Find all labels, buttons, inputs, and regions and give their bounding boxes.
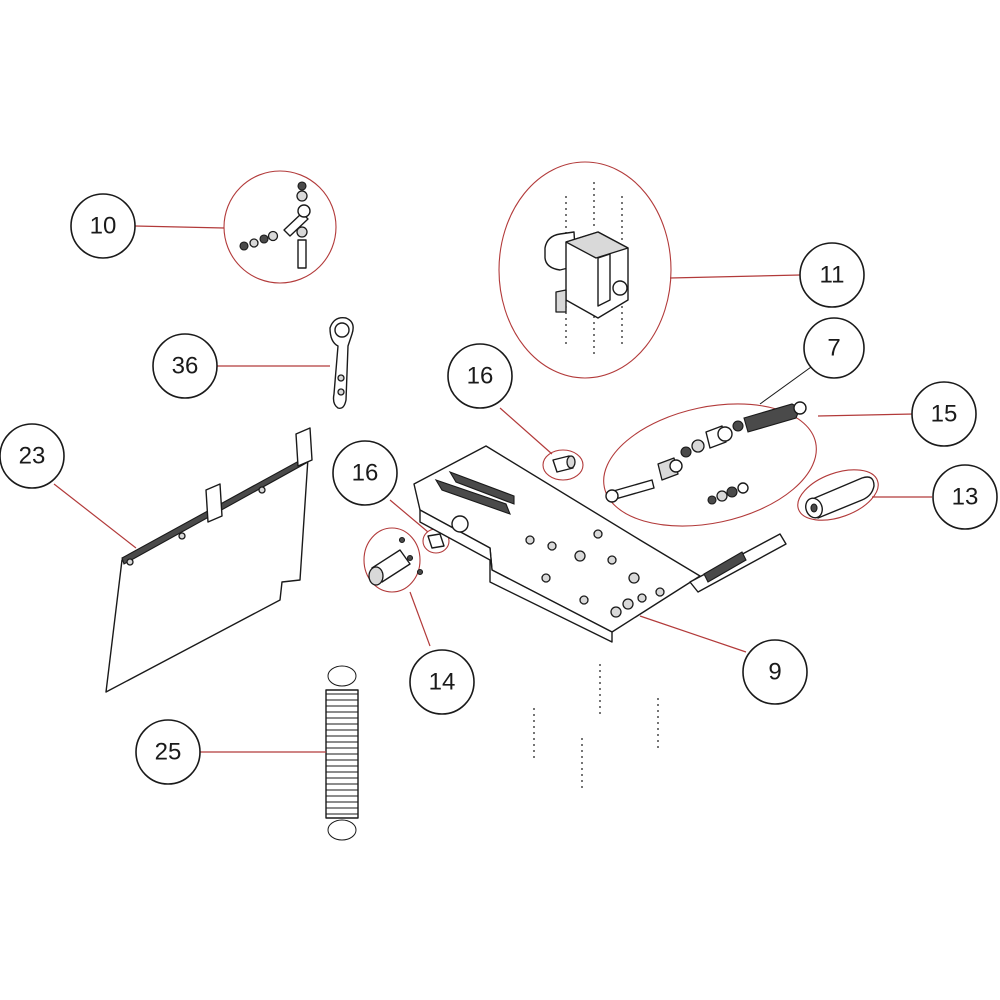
svg-text:16: 16 — [352, 460, 379, 487]
svg-text:9: 9 — [768, 659, 781, 686]
part-36-bracket — [329, 317, 354, 410]
leader-16-upper — [499, 407, 553, 455]
callout-7: 7 — [803, 317, 865, 379]
svg-text:14: 14 — [429, 669, 456, 696]
part-15-highlight-ring — [603, 403, 817, 527]
callout-23: 23 — [0, 423, 65, 489]
part-10-hardware-group — [223, 170, 337, 284]
callout-11: 11 — [799, 242, 865, 308]
leader-9 — [639, 615, 747, 653]
svg-text:13: 13 — [952, 484, 979, 511]
part-15-handle-hardware — [603, 401, 817, 527]
leader-10 — [134, 225, 225, 229]
callout-15: 15 — [911, 381, 977, 447]
part-10-highlight-ring — [223, 170, 337, 284]
part-23-flap-plate — [105, 427, 313, 693]
part-9-base-plate — [413, 445, 787, 643]
svg-text:10: 10 — [90, 213, 117, 240]
callout-10: 10 — [70, 193, 136, 259]
callout-14: 14 — [409, 649, 475, 715]
part-14-highlight-ring — [363, 527, 421, 593]
callout-13: 13 — [932, 464, 998, 530]
callout-16-upper: 16 — [447, 343, 513, 409]
part-11-highlight-ring — [498, 161, 672, 379]
svg-text:15: 15 — [931, 401, 958, 428]
svg-text:23: 23 — [19, 443, 46, 470]
callout-25: 25 — [135, 719, 201, 785]
part-14-pivot-sleeve — [363, 527, 424, 593]
svg-text:7: 7 — [827, 335, 840, 362]
part-16-lower-bushing — [422, 528, 450, 554]
leader-23 — [53, 483, 137, 549]
svg-text:36: 36 — [172, 353, 199, 380]
leader-11 — [669, 274, 801, 279]
callout-36: 36 — [152, 333, 218, 399]
leader-16-lower — [389, 499, 429, 533]
part-11-drive-assembly — [498, 161, 672, 379]
leader-14 — [409, 591, 431, 647]
leader-7 — [759, 361, 819, 405]
part-13-highlight-ring — [797, 469, 879, 521]
bottom-fasteners — [533, 664, 659, 792]
part-16-upper-ring — [542, 449, 584, 481]
svg-text:16: 16 — [467, 363, 494, 390]
svg-text:11: 11 — [820, 262, 845, 289]
leader-15 — [817, 413, 915, 417]
part-25-spring — [325, 665, 359, 841]
callout-9: 9 — [742, 639, 808, 705]
svg-text:25: 25 — [155, 739, 182, 766]
part-16-upper-bushing — [542, 449, 584, 481]
part-13-grip — [797, 469, 879, 521]
callout-16-lower: 16 — [332, 440, 398, 506]
